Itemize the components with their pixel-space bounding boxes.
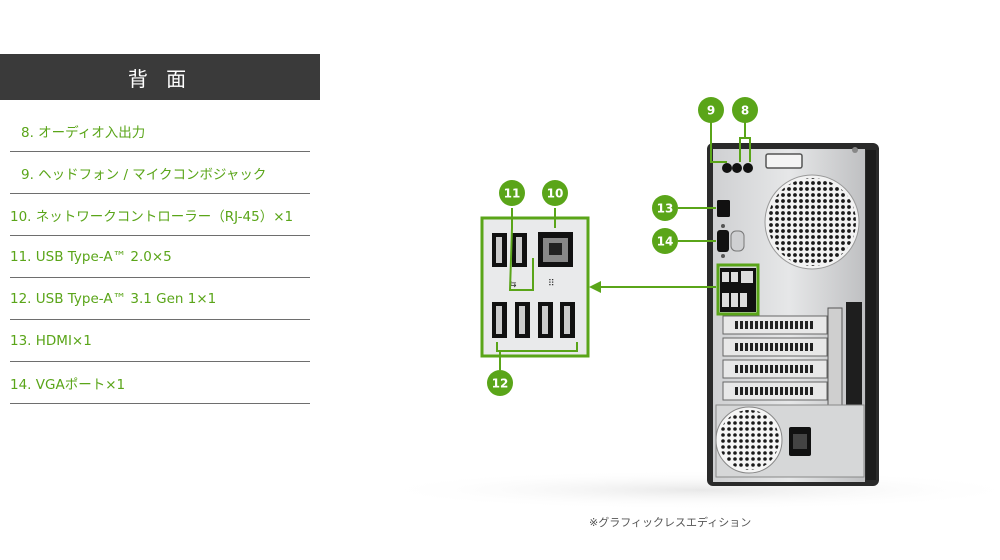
svg-text:8: 8 [741,104,749,118]
callout-arrow [589,281,716,293]
callout-badge-10: 10 [542,180,568,206]
rear-port-list: 8. オーディオ入出力 9. ヘッドフォン / マイクコンボジャック 10. ネ… [10,110,310,404]
spec-item-hdmi: 13. HDMI×1 [10,320,310,362]
callout-badge-9: 9 [698,97,724,123]
spec-item-headphone-mic: 9. ヘッドフォン / マイクコンボジャック [10,152,310,194]
spec-item-vga: 14. VGAポート×1 [10,362,310,404]
svg-text:⇆: ⇆ [509,280,517,290]
spec-item-usb3: 12. USB Type-A™ 3.1 Gen 1×1 [10,278,310,320]
network-icon: ⠿ [538,232,573,289]
spec-item-network: 10. ネットワークコントローラー（RJ-45）×1 [10,194,310,236]
callout-badge-11: 11 [499,180,525,206]
hdmi-port-icon [717,200,730,217]
section-title: 背 面 [127,66,193,91]
usb-icon: ⇆ [492,233,527,290]
section-header: 背 面 [0,54,320,100]
callout-badge-13: 13 [652,195,678,221]
svg-text:10: 10 [547,187,564,201]
vga-port-icon [717,224,745,258]
svg-text:13: 13 [657,202,674,216]
svg-text:14: 14 [657,235,674,249]
expansion-slots [722,302,862,416]
svg-text:12: 12 [492,377,509,391]
callout-badge-14: 14 [652,228,678,254]
callout-badge-8: 8 [732,97,758,123]
svg-text:⠿: ⠿ [548,278,555,289]
spec-item-usb2: 11. USB Type-A™ 2.0×5 [10,236,310,278]
power-supply [715,404,865,478]
callout-badge-12: 12 [487,370,513,396]
fan-grille-icon [764,174,860,270]
spec-item-audio: 8. オーディオ入出力 [10,110,310,152]
rear-io-cluster [716,263,760,316]
callout-leader-lines [678,122,751,242]
floor-shadow [370,470,1000,510]
footnote: ※グラフィックレスエディション [589,516,752,529]
svg-text:9: 9 [707,104,715,118]
audio-jack-icon [722,163,753,173]
svg-text:11: 11 [504,187,521,201]
power-socket-icon [789,427,811,456]
io-zoom-inset: ⇆ ⠿ [480,208,590,370]
